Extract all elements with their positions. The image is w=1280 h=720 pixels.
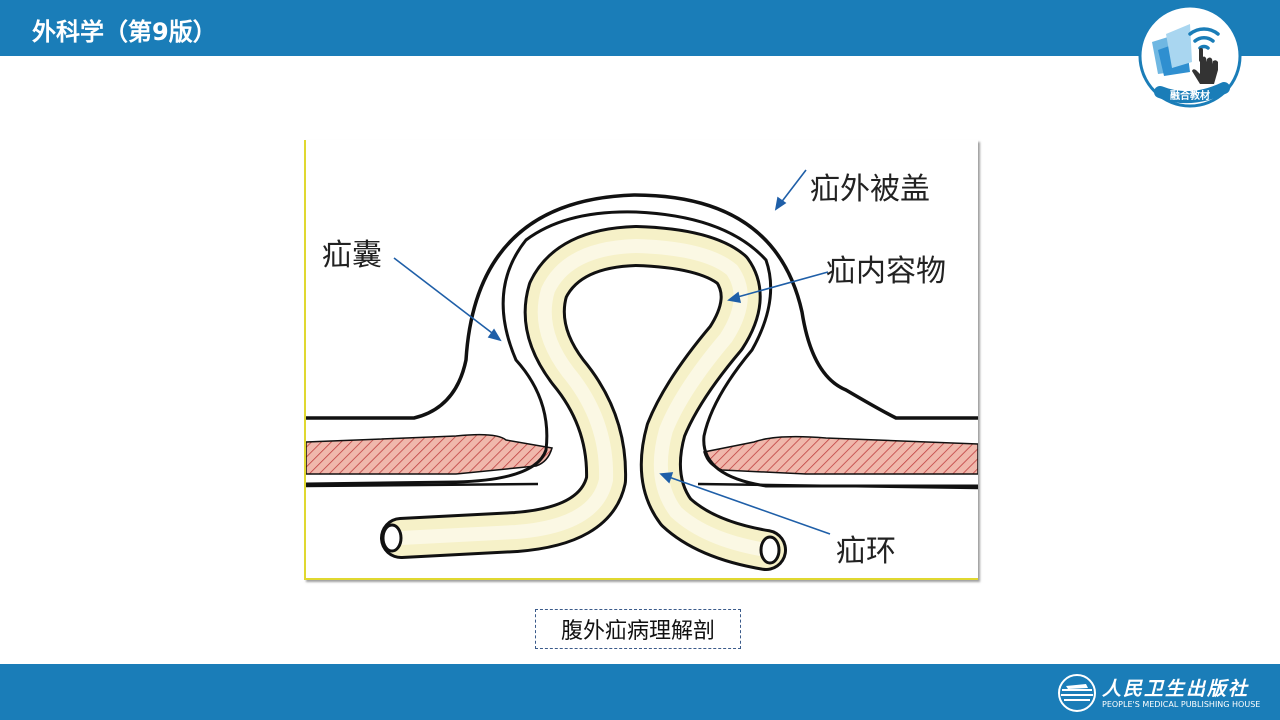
book-pages-icon (1152, 24, 1192, 76)
hernia-contents-label: 疝内容物 (826, 254, 946, 289)
bowel-left-end (381, 523, 403, 553)
ring-pointer (665, 475, 831, 535)
left-wall-lower-line (306, 482, 539, 488)
bowel-right-end (759, 535, 781, 565)
integrated-textbook-badge: 融合教材 (1138, 4, 1242, 108)
hernia-ring-label: 疝环 (836, 534, 896, 569)
right-abdominal-wall (703, 435, 978, 475)
hernia-sac-label: 疝囊 (322, 238, 382, 273)
page-title: 外科学（第9版） (32, 18, 217, 46)
left-abdominal-wall (306, 433, 553, 475)
wifi-icon (1188, 27, 1220, 50)
hernia-covering-outline (306, 193, 978, 420)
sac-pointer (393, 257, 497, 337)
footer-bar (0, 664, 1280, 720)
publisher-name-cn: 人民卫生出版社 (1102, 678, 1250, 700)
sac-arrowhead (487, 328, 502, 342)
ring-arrowhead (659, 472, 674, 484)
hernia-diagram: 疝外被盖 疝囊 疝内容物 疝环 (304, 140, 978, 580)
figure-caption: 腹外疝病理解剖 (535, 609, 741, 649)
hernia-contents-lumen (394, 239, 773, 557)
hernia-sac-outline (306, 210, 978, 488)
covering-arrowhead (774, 196, 787, 211)
badge-label: 融合教材 (1170, 89, 1210, 102)
publisher-logo: 人民卫生出版社 PEOPLE'S MEDICAL PUBLISHING HOUS… (1056, 672, 1270, 714)
contents-arrowhead (727, 291, 742, 304)
hernia-covering-label: 疝外被盖 (810, 172, 930, 207)
hand-pointer-icon (1192, 48, 1218, 84)
pointer-arrows (393, 169, 831, 535)
hernia-illustration (306, 169, 978, 571)
publisher-name-en: PEOPLE'S MEDICAL PUBLISHING HOUSE (1102, 700, 1261, 709)
covering-pointer (779, 169, 807, 205)
contents-pointer (733, 271, 829, 299)
header-bar: 外科学（第9版） (0, 0, 1280, 56)
publisher-emblem-icon (1058, 674, 1096, 712)
